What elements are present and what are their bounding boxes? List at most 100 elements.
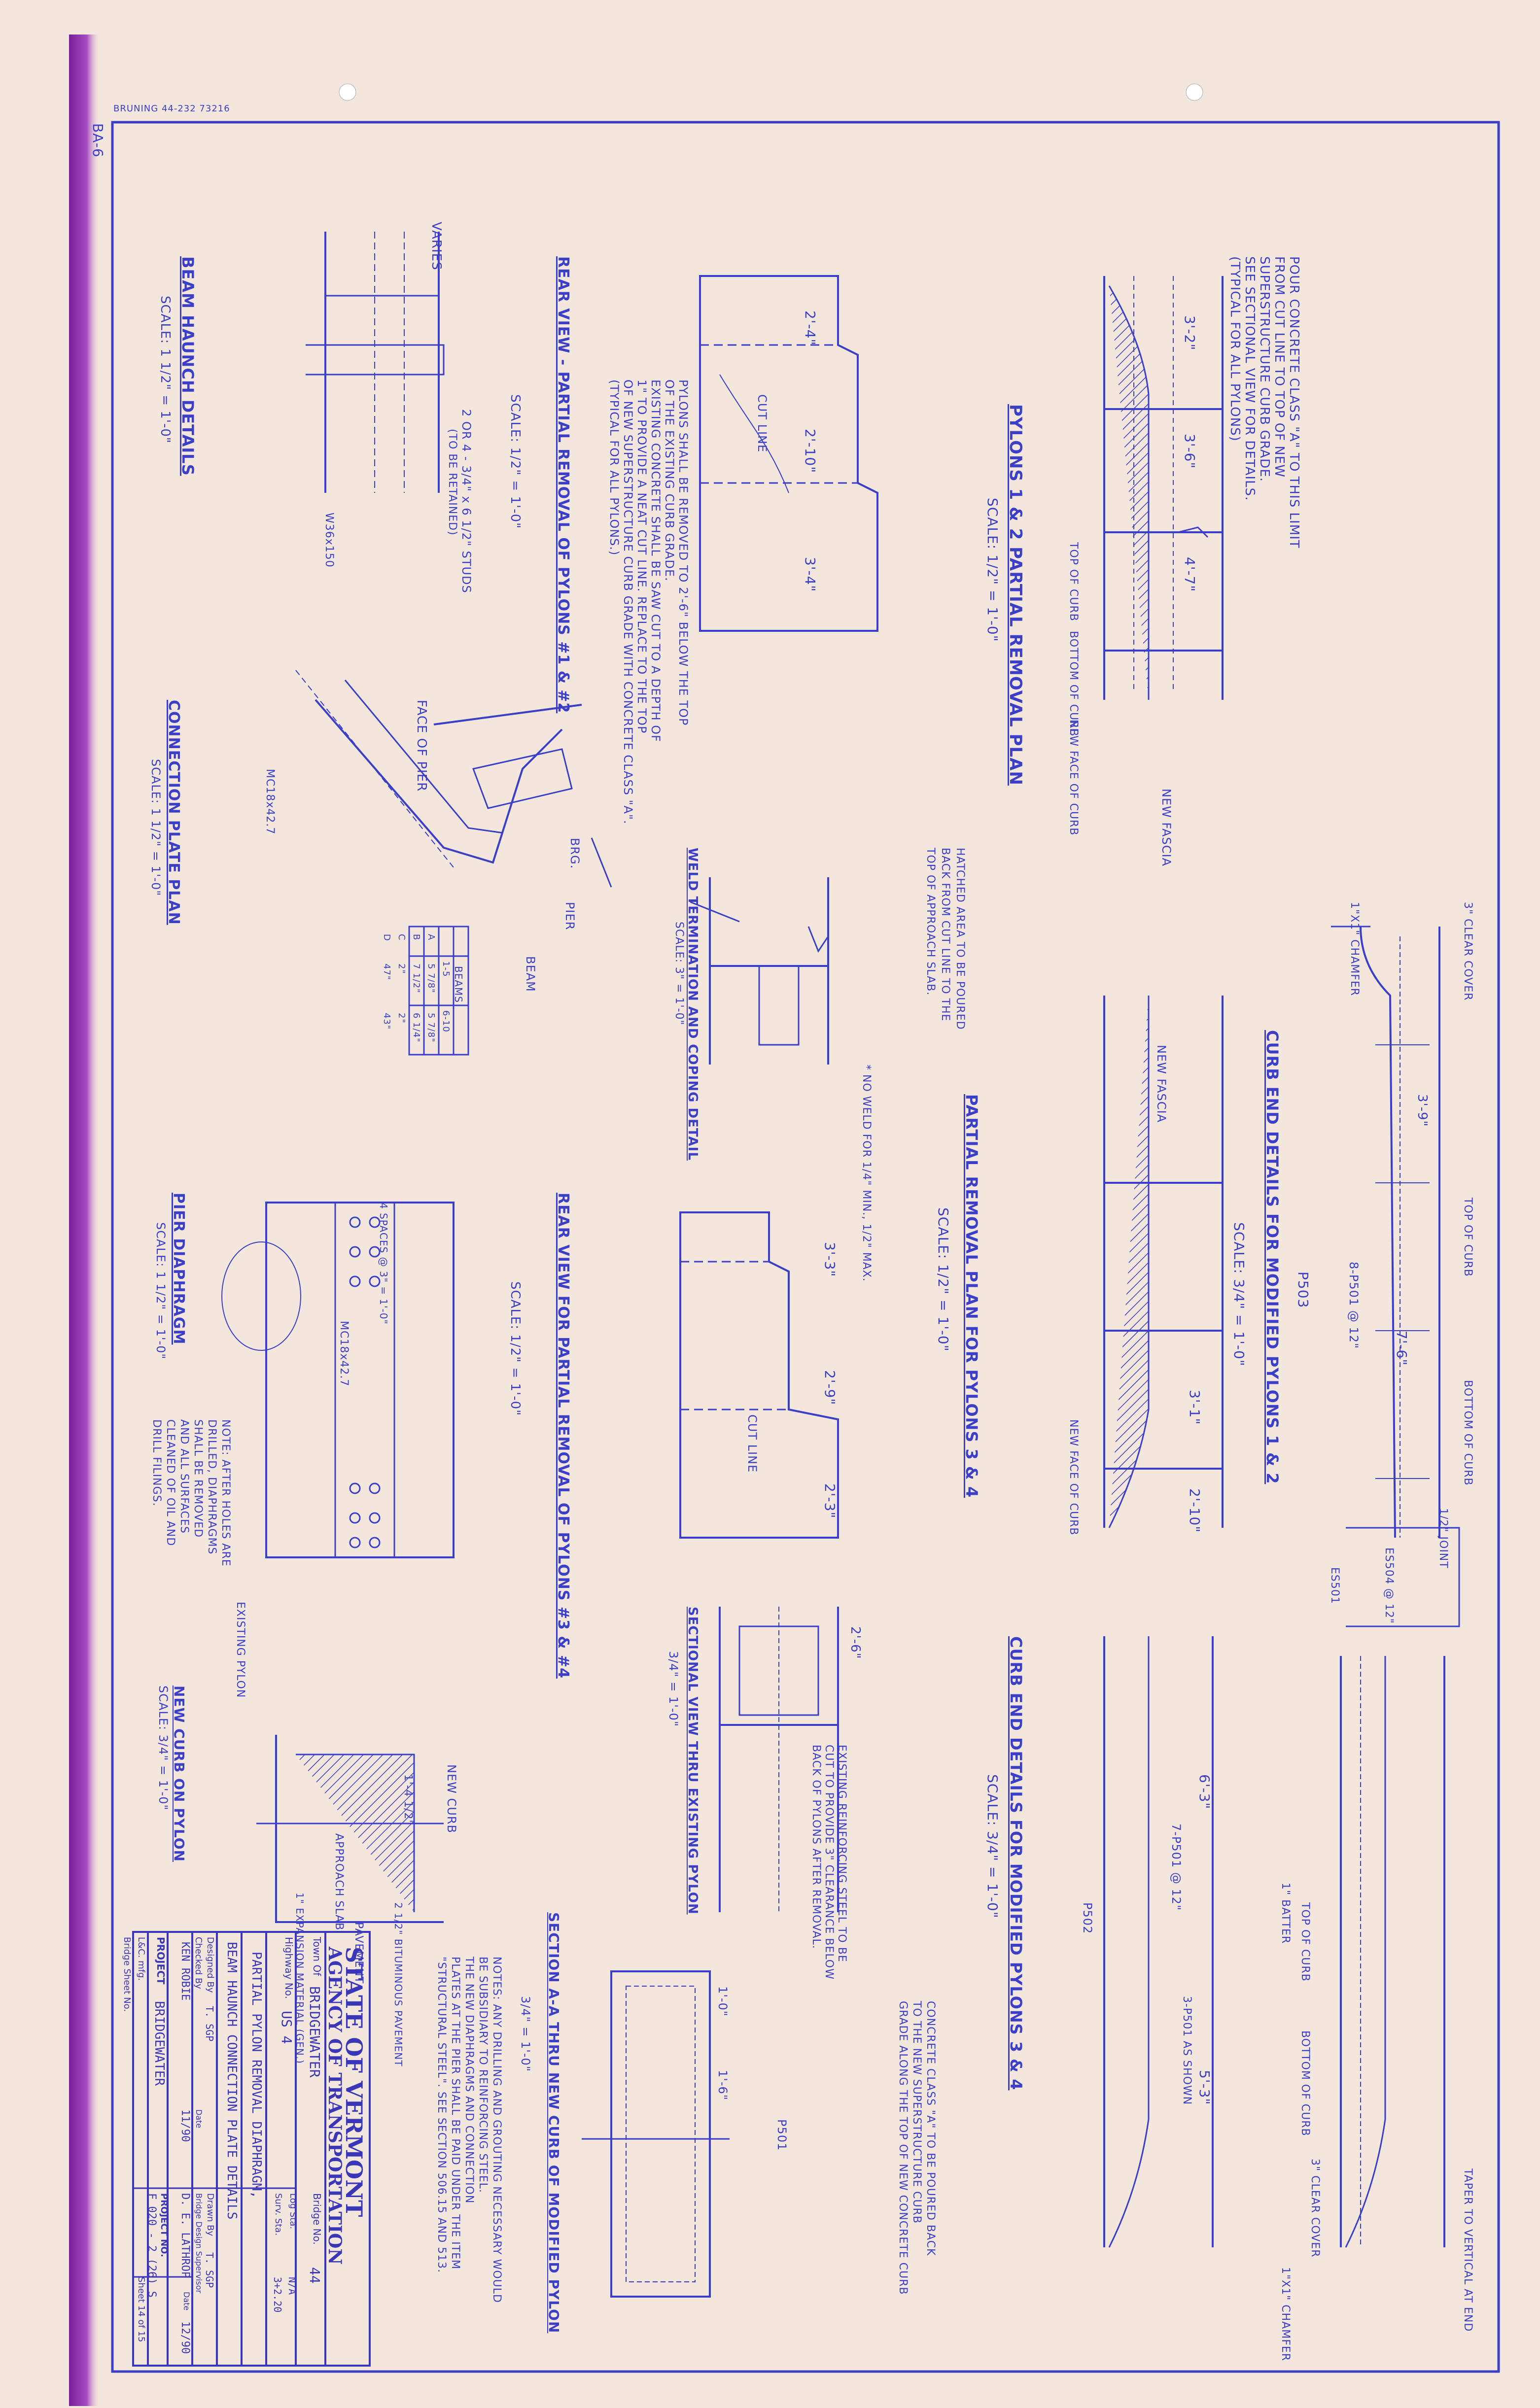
tb-date-label-2: Date [182,2292,191,2311]
after-note-4: AND ALL SURFACES [178,1419,190,1534]
label-mc18-1: MC18x42.7 [264,769,276,835]
pylon-note-3: EXISTING CONCRETE SHALL BE SAW CUT TO A … [649,379,663,742]
tb-town: BRIDGEWATER [307,1986,323,2078]
steel-note-3: BACK OF PYLONS AFTER REMOVAL. [810,1745,822,1949]
tb-project-no-label: PROJECT NO. [159,2193,169,2257]
dim-3-2: 3'-2" [1182,315,1198,351]
tb-checked: KEN ROBIE [179,1942,191,2001]
label-p503: P503 [1295,1272,1311,1308]
dim-3-4: 3'-4" [802,557,818,592]
scale-sect: 3/4" = 1'-0" [666,1651,680,1727]
label-face-pier: FACE OF PIER [414,700,429,792]
label-cut-line-2: CUT LINE [745,1414,759,1473]
title-section-aa: SECTION A-A THRU NEW CURB OF MODIFIED PY… [546,1912,562,2334]
dim-3-9: 3'-9" [1415,1094,1430,1127]
label-beam: BEAM [524,956,537,992]
label-top-curb-3: TOP OF CURB [1299,1902,1311,1982]
label-p502: P502 [1081,1902,1094,1934]
label-studs: 2 OR 4 - 3/4" x 6 1/2" STUDS [459,409,473,593]
scale-pylons12: SCALE: 1/2" = 1'-0" [984,498,1001,642]
beam-table-sub2: 6-10 [441,1010,451,1032]
view-section-aa [582,1970,730,2298]
label-spaces: 4 SPACES @ 3" = 1'-0" [378,1203,389,1325]
beam-row-d: D [382,934,392,941]
dim-3-6: 3'-6" [1182,434,1198,469]
dim-2-4: 2'-4" [802,310,818,346]
scale-pr34: SCALE: 1/2" = 1'-0" [935,1207,951,1352]
tb-sheet: Sheet 14 of 15 [136,2277,146,2342]
tb-bridge-sheet-label: Bridge Sheet No. [122,1937,132,2012]
title-pylons12: PYLONS 1 & 2 PARTIAL REMOVAL PLAN [1006,404,1025,786]
tb-date-2: 12/90 [179,2321,191,2354]
label-new-face-2: NEW FACE OF CURB [1067,1419,1080,1536]
pylon-note-1: PYLONS SHALL BE REMOVED TO 2'-6" BELOW T… [676,379,690,726]
dim-3-1: 3'-1" [1187,1390,1203,1425]
label-clear-cover-1: 3" CLEAR COVER [1462,902,1474,1001]
label-bar3: 3-P501 AS SHOWN [1181,1996,1193,2105]
dim-5-3: 5'-3" [1196,2070,1213,2105]
view-weld-termination [709,877,829,1065]
view-pylons12-plan [1103,276,1224,700]
label-w36: W36x150 [323,513,335,568]
view-new-curb [256,1735,444,1923]
pylon-note-2: OF THE EXISTING CURB GRADE. [663,379,676,582]
tb-project-label: PROJECT [155,1937,167,1985]
dim-1-0: 1'-0" [716,1986,730,2017]
label-clear-cover-2: 3" CLEAR COVER [1309,2159,1321,2258]
dim-1-4: 1'-4 1/2" [402,1774,414,1825]
after-note-6: DRILL FILINGS. [150,1419,163,1507]
view-beam-haunch [306,232,445,493]
hatch-note-1: HATCHED AREA TO BE POURED [954,848,966,1030]
label-taper: TAPER TO VERTICAL AT END [1462,2168,1474,2332]
scale-section-aa: 3/4" = 1'-0" [519,1996,532,2072]
title-haunch: BEAM HAUNCH DETAILS [178,256,197,476]
dim-2-6: 2'-6" [848,1626,863,1659]
label-chamfer-2: 1"X1" CHAMFER [1279,2267,1292,2362]
tb-lgc-label: L&C. mfg. [136,1937,146,1981]
printer-mark: BRUNING 44-232 73216 [113,103,230,114]
label-new-fascia-1: NEW FASCIA [1159,789,1173,866]
dim-2-10b: 2'-10" [1187,1488,1203,1533]
title-pr34: PARTIAL REMOVAL PLAN FOR PYLONS 3 & 4 [962,1094,981,1498]
label-bituminous: 2 1/2" BITUMINOUS PAVEMENT [392,1902,404,2067]
title-rear34: REAR VIEW FOR PARTIAL REMOVAL OF PYLONS … [555,1193,572,1679]
tb-desc-2: BEAM HAUNCH CONNECTION PLATE DETAILS [224,1942,239,2220]
scale-pier: SCALE: 1 1/2" = 1'-0" [154,1222,168,1360]
label-bottom-curb-3: BOTTOM OF CURB [1299,2030,1311,2136]
hatch-note-2: BACK FROM CUT LINE TO THE [939,848,951,1022]
punch-hole-left [339,83,356,101]
tb-designed: T. SGP [204,2006,215,2042]
drill-note-2: BE SUBSIDIARY TO REINFORCING STEEL. [477,1957,489,2193]
tb-log-sta: N/A [286,2277,298,2295]
dim-2-3: 2'-3" [822,1483,838,1519]
drill-note-5: "STRUCTURAL STEEL". SEE SECTION 506.15 A… [435,1957,448,2273]
pour-note-4: SEE SECTIONAL VIEW FOR DETAILS. [1242,256,1257,501]
title-pier: PIER DIAPHRAGM [170,1193,187,1345]
beam-row-c-v2: 2" [396,1013,407,1024]
tb-bridge-no: 44 [307,2267,323,2284]
beam-row-b: B [411,934,421,941]
tb-log-sta-label: Log Sta. [288,2193,298,2230]
tb-date-1: 11/90 [179,2109,191,2142]
tb-drawn-label: Drawn By [205,2193,215,2236]
beam-row-a-v1: 5 7/8" [426,963,436,994]
tb-desc-1: PARTIAL PYLON REMOVAL DIAPHRAGM, [249,1952,264,2199]
view-connection-plate [295,670,740,923]
view-curb12-elev [1103,996,1224,1528]
label-top-curb-2: TOP OF CURB [1462,1198,1474,1277]
label-mc18-2: MC18x42.7 [338,1321,350,1387]
beam-row-a-v2: 5 7/8" [426,1013,436,1043]
scale-rear34: SCALE: 1/2" = 1'-0" [508,1281,523,1416]
label-chamfer-1: 1"X1" CHAMFER [1348,902,1361,997]
scale-curb12: SCALE: 3/4" = 1'-0" [1231,1222,1247,1367]
label-approach: APPROACH SLAB [333,1833,345,1931]
tb-date-label-1: Date [194,2109,204,2129]
label-es504: ES504 @ 12" [1383,1548,1395,1624]
sheet-border [111,121,1500,2373]
tb-project-no: F 020 - 2 (26) S [145,2193,158,2298]
tb-checked-label: Checked By [193,1937,204,1989]
tb-highway: US 4 [279,2011,295,2044]
